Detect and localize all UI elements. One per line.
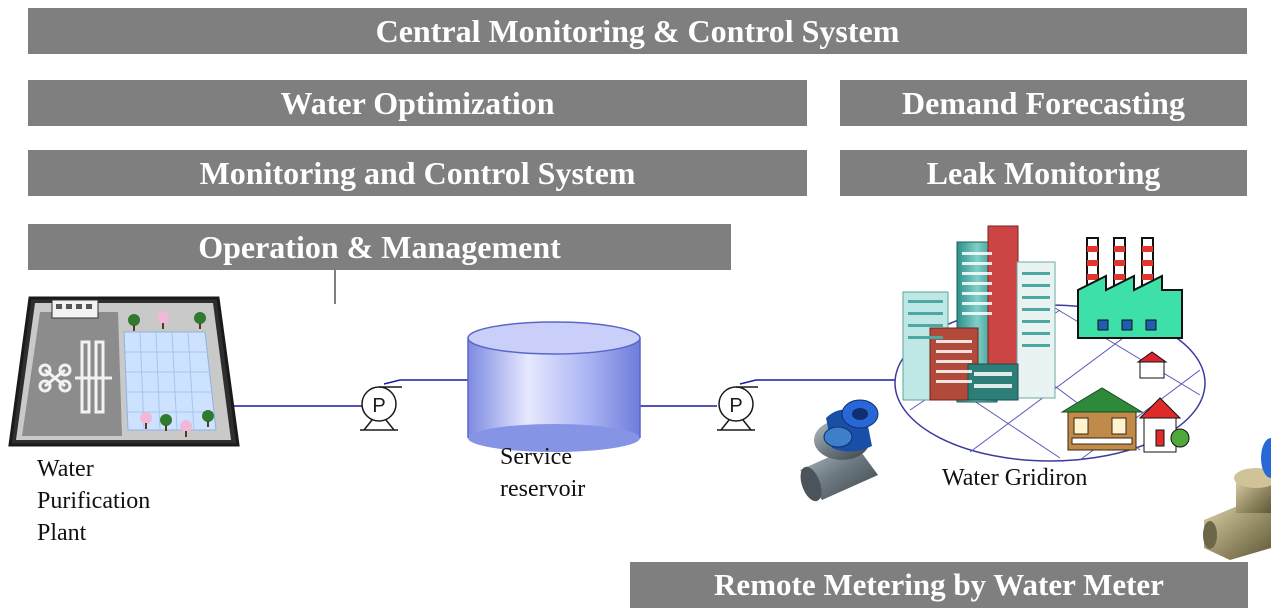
- reservoir-label: Service reservoir: [500, 441, 585, 505]
- pump-2-label: P: [729, 395, 742, 417]
- brass-meter-icon: [1203, 438, 1271, 560]
- monitoring-control-bar: Monitoring and Control System: [28, 150, 807, 196]
- water-purification-plant-icon: [8, 296, 240, 447]
- demand-forecasting-bar: Demand Forecasting: [840, 80, 1247, 126]
- water-gridiron-icon: [894, 225, 1206, 462]
- pump-2-icon: [717, 386, 758, 431]
- gridiron-label: Water Gridiron: [942, 465, 1088, 491]
- pump-1-label: P: [372, 395, 385, 417]
- reservoir-label-line1: Service: [500, 444, 572, 470]
- plant-label-line2: Purification: [37, 488, 151, 514]
- reservoir-label-line2: reservoir: [500, 476, 586, 502]
- service-reservoir-icon: [467, 321, 641, 452]
- plant-label-line1: Water: [37, 456, 94, 482]
- plant-label: Water Purification Plant: [37, 453, 150, 549]
- factory-icon: [1077, 237, 1183, 339]
- central-monitoring-bar: Central Monitoring & Control System: [28, 8, 1247, 54]
- plant-label-line3: Plant: [37, 520, 87, 546]
- water-optimization-bar: Water Optimization: [28, 80, 807, 126]
- pump-1-icon: [360, 386, 402, 431]
- diagram-canvas: P P: [8, 225, 1271, 560]
- pipes: [233, 379, 900, 407]
- leak-monitoring-bar: Leak Monitoring: [840, 150, 1247, 196]
- water-meter-icon: [800, 399, 879, 502]
- house-icon: [1060, 351, 1190, 453]
- operation-management-bar: Operation & Management: [28, 224, 731, 270]
